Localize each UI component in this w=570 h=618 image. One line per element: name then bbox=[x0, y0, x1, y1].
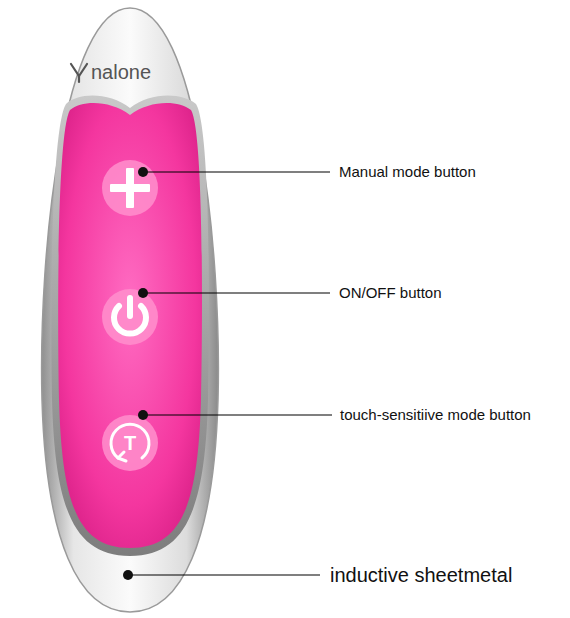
part-label-holder: ON/OFF button bbox=[339, 284, 442, 302]
panel-rim bbox=[51, 95, 209, 556]
leader-lines bbox=[128, 172, 332, 575]
part-label-holder: Manual mode button bbox=[339, 163, 476, 181]
brand-logo-holder: nalone bbox=[91, 61, 151, 84]
part-label-holder: touch-sensitiive mode button bbox=[340, 406, 531, 424]
part-label: Manual mode button bbox=[339, 163, 476, 180]
part-label: ON/OFF button bbox=[339, 284, 442, 301]
part-label-holder: inductive sheetmetal bbox=[330, 564, 512, 587]
power-button bbox=[102, 289, 158, 345]
leader-dots bbox=[123, 167, 148, 580]
plus-button bbox=[102, 160, 158, 216]
device-housing bbox=[42, 8, 219, 612]
touch-symbol bbox=[111, 424, 149, 461]
touch-button bbox=[102, 415, 158, 471]
plus-symbol bbox=[110, 168, 150, 208]
part-label: touch-sensitiive mode button bbox=[340, 406, 531, 423]
touch-icon-letter-holder: T bbox=[124, 432, 136, 455]
touch-icon-letter: T bbox=[124, 432, 136, 455]
power-symbol bbox=[114, 298, 146, 334]
part-label: inductive sheetmetal bbox=[330, 564, 512, 587]
logo-emblem bbox=[71, 64, 87, 82]
brand-logo: nalone bbox=[91, 61, 151, 84]
pink-panel bbox=[58, 103, 202, 548]
